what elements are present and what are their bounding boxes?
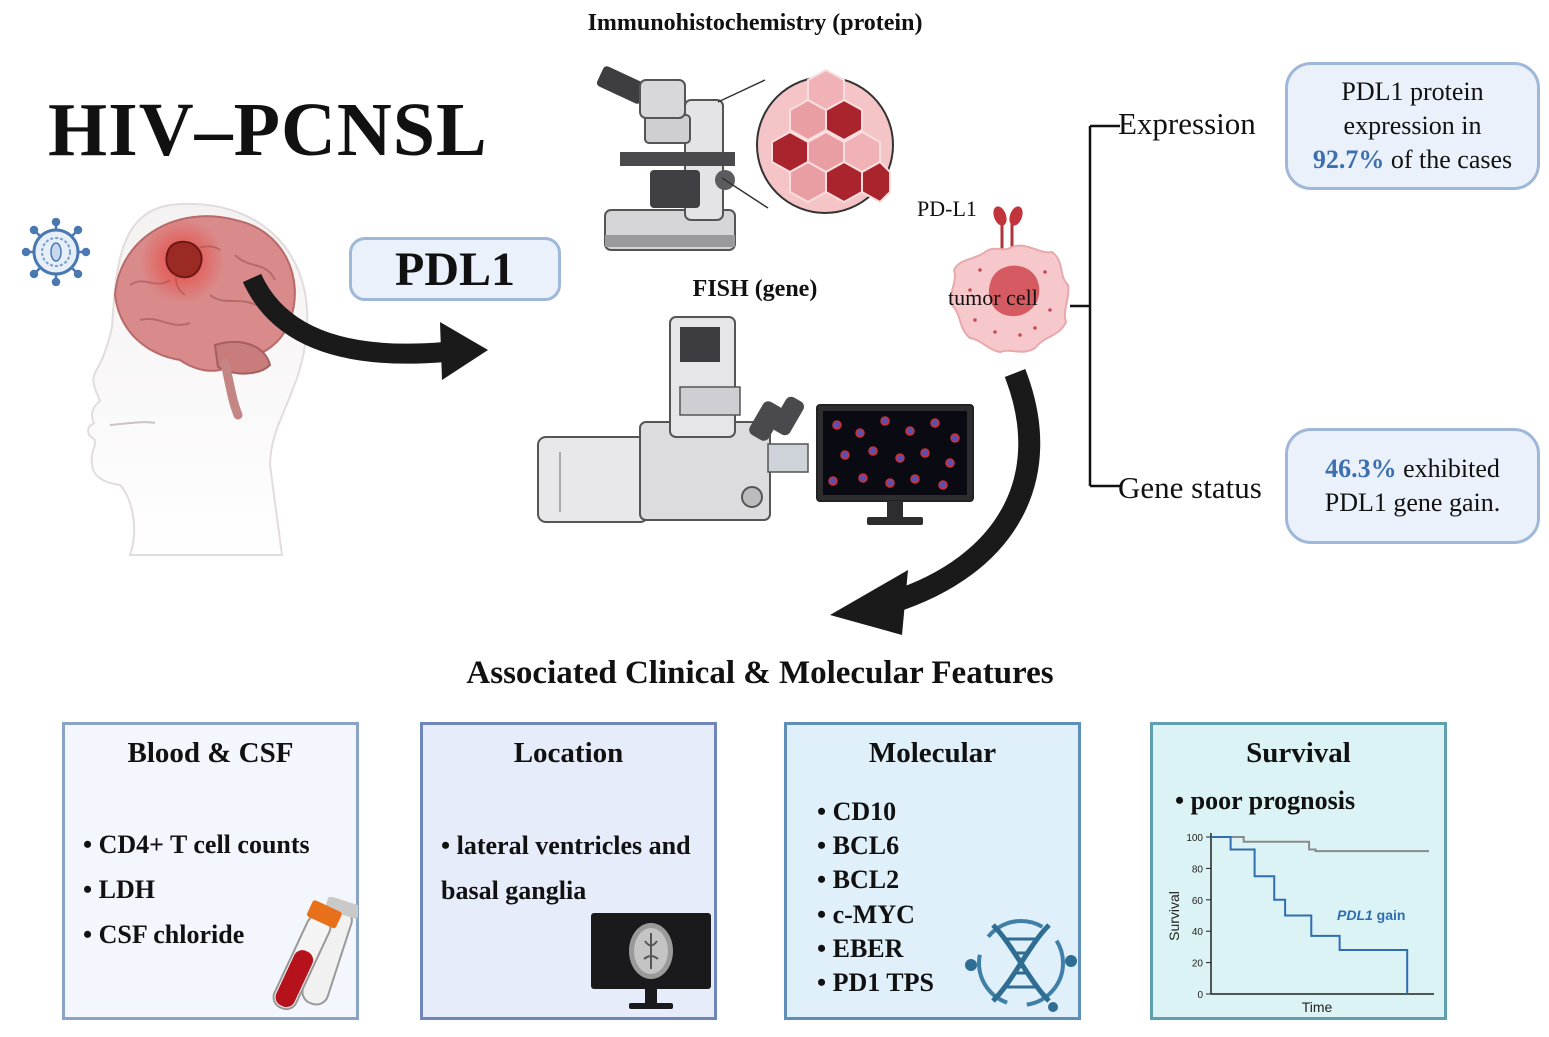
- expression-percent: 92.7%: [1312, 144, 1385, 174]
- expression-line-1: PDL1 protein: [1341, 77, 1484, 107]
- panel-title-molecular: Molecular: [868, 737, 997, 769]
- list-item: basal ganglia: [441, 876, 587, 905]
- expression-result-box: PDL1 protein expression in 92.7% of the …: [1285, 62, 1540, 190]
- panel-title-blood: Blood & CSF: [127, 737, 294, 769]
- y-tick-label: 40: [1192, 927, 1204, 938]
- branch-bracket: [1070, 124, 1120, 488]
- y-tick-label: 20: [1192, 959, 1204, 970]
- panel-blood-csf: Blood & CSF • CD4+ T cell counts • LDH •…: [62, 722, 359, 1020]
- gene-gain-percent: 46.3%: [1325, 454, 1397, 484]
- blood-tube-icon: [272, 897, 358, 1011]
- fish-monitor-icon: [816, 404, 974, 525]
- dna-icon: [965, 919, 1077, 1012]
- gene-line-1: exhibited: [1396, 454, 1500, 484]
- series-line-pdl1-gain: [1211, 836, 1409, 994]
- tumor-cell-label: tumor cell: [948, 285, 1038, 310]
- y-tick-label: 0: [1197, 990, 1203, 1001]
- microscope-icon: [596, 66, 894, 251]
- x-axis-label: Time: [1302, 999, 1333, 1015]
- tumor-cell-icon: [950, 206, 1070, 354]
- panel-survival: Survival • poor prognosis 0 20 40 60 80 100 T…: [1150, 722, 1447, 1020]
- list-item: • CSF chloride: [83, 920, 245, 949]
- annotation-rest: gain: [1373, 907, 1406, 923]
- features-title: Associated Clinical & Molecular Features: [466, 655, 1054, 691]
- fish-label: FISH (gene): [692, 276, 818, 302]
- gene-status-result-box: 46.3% exhibited PDL1 gene gain.: [1285, 428, 1540, 544]
- arrow-to-features-icon: [830, 368, 1041, 635]
- list-item: • EBER: [817, 934, 904, 963]
- virus-icon: [22, 218, 90, 286]
- list-item: • CD10: [817, 797, 897, 826]
- ihc-label: Immunohistochemistry (protein): [587, 10, 923, 36]
- y-tick-label: 100: [1186, 833, 1203, 844]
- survival-curve-chart: 0 20 40 60 80 100 Time Survival PDL1 gain: [1166, 833, 1434, 1015]
- list-item: • lateral ventricles and: [441, 831, 691, 860]
- gene-line-2: PDL1 gene gain.: [1324, 488, 1501, 517]
- list-item: • c-MYC: [817, 900, 915, 929]
- tumor-mass: [165, 240, 203, 279]
- fluorescence-microscope-icon: [537, 316, 809, 523]
- panel-location: Location • lateral ventricles and basal …: [420, 722, 717, 1020]
- list-item: • CD4+ T cell counts: [83, 830, 310, 859]
- expression-line-3: of the cases: [1384, 144, 1513, 174]
- pd-l1-receptor-label: PD-L1: [917, 196, 977, 221]
- expression-line-2: expression in: [1343, 111, 1482, 141]
- pdl1-marker-box: PDL1: [349, 237, 561, 301]
- panel-title-location: Location: [513, 737, 624, 769]
- list-item: • BCL2: [817, 865, 900, 894]
- series-annotation: PDL1 gain: [1337, 907, 1405, 923]
- pdl1-marker-label: PDL1: [395, 242, 515, 296]
- y-tick-label: 80: [1192, 864, 1204, 875]
- panel-title-survival: Survival: [1246, 737, 1351, 769]
- y-axis-label: Survival: [1166, 891, 1182, 941]
- tissue-zoom-circle: [756, 68, 894, 214]
- panel-molecular: Molecular • CD10 • BCL6 • BCL2 • c-MYC •…: [784, 722, 1081, 1020]
- gene-status-branch-label: Gene status: [1118, 470, 1262, 505]
- annotation-italic: PDL1: [1337, 907, 1373, 923]
- list-item: • PD1 TPS: [817, 968, 934, 997]
- arrow-to-pdl1-icon: [242, 273, 488, 380]
- series-line-reference: [1211, 836, 1429, 853]
- list-item: • BCL6: [817, 831, 900, 860]
- list-item: • poor prognosis: [1175, 786, 1356, 815]
- expression-branch-label: Expression: [1118, 106, 1256, 141]
- list-item: • LDH: [83, 875, 155, 904]
- page-title: HIV–PCNSL: [48, 88, 488, 172]
- y-tick-label: 60: [1192, 896, 1204, 907]
- brain-scan-monitor-icon: [591, 913, 711, 1009]
